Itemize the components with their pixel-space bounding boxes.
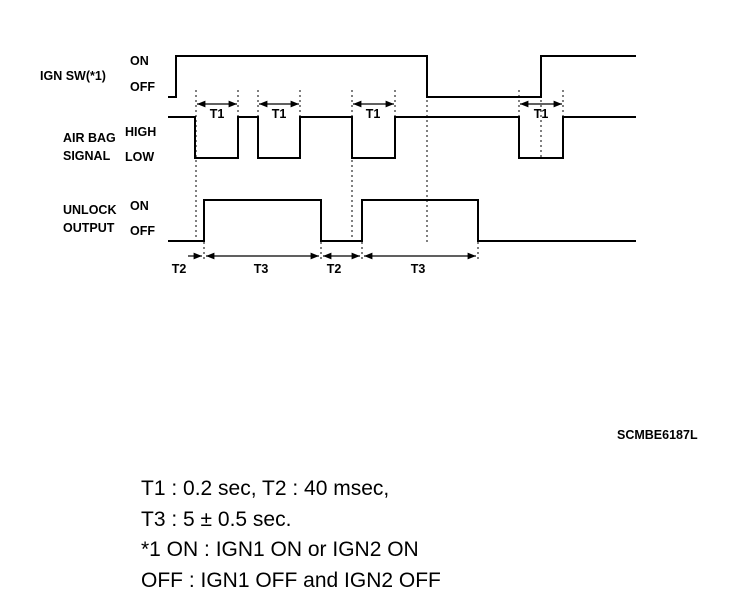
ign-sw-label: IGN SW(*1): [40, 69, 106, 83]
note-line: T1 : 0.2 sec, T2 : 40 msec,: [141, 477, 390, 500]
airbag-signal-waveform: [168, 116, 636, 159]
unlock-off-label: OFF: [130, 224, 155, 238]
unlock-output-waveform: [168, 199, 636, 242]
ign-on-label: ON: [130, 54, 149, 68]
t2-label: T2: [172, 262, 187, 276]
t1-label: T1: [272, 107, 287, 121]
note-line: *1 ON : IGN1 ON or IGN2 ON: [141, 538, 419, 561]
t2-label: T2: [327, 262, 342, 276]
unlock-label-line1: UNLOCK: [63, 203, 116, 217]
t3-label: T3: [411, 262, 426, 276]
note-line: T3 : 5 ± 0.5 sec.: [141, 507, 292, 531]
ign-sw-waveform: [168, 55, 636, 98]
airbag-low-label: LOW: [125, 150, 154, 164]
t1-label: T1: [534, 107, 549, 121]
t3-label: T3: [254, 262, 269, 276]
airbag-label-line2: SIGNAL: [63, 149, 111, 163]
unlock-on-label: ON: [130, 199, 149, 213]
unlock-label-line2: OUTPUT: [63, 221, 115, 235]
ign-off-label: OFF: [130, 80, 155, 94]
t1-label: T1: [366, 107, 381, 121]
figure-code: SCMBE6187L: [617, 428, 698, 442]
airbag-high-label: HIGH: [125, 125, 156, 139]
airbag-label-line1: AIR BAG: [63, 131, 116, 145]
note-line: OFF : IGN1 OFF and IGN2 OFF: [141, 568, 441, 592]
timing-notes: T1 : 0.2 sec, T2 : 40 msec, T3 : 5 ± 0.5…: [141, 474, 441, 596]
t1-label: T1: [210, 107, 225, 121]
